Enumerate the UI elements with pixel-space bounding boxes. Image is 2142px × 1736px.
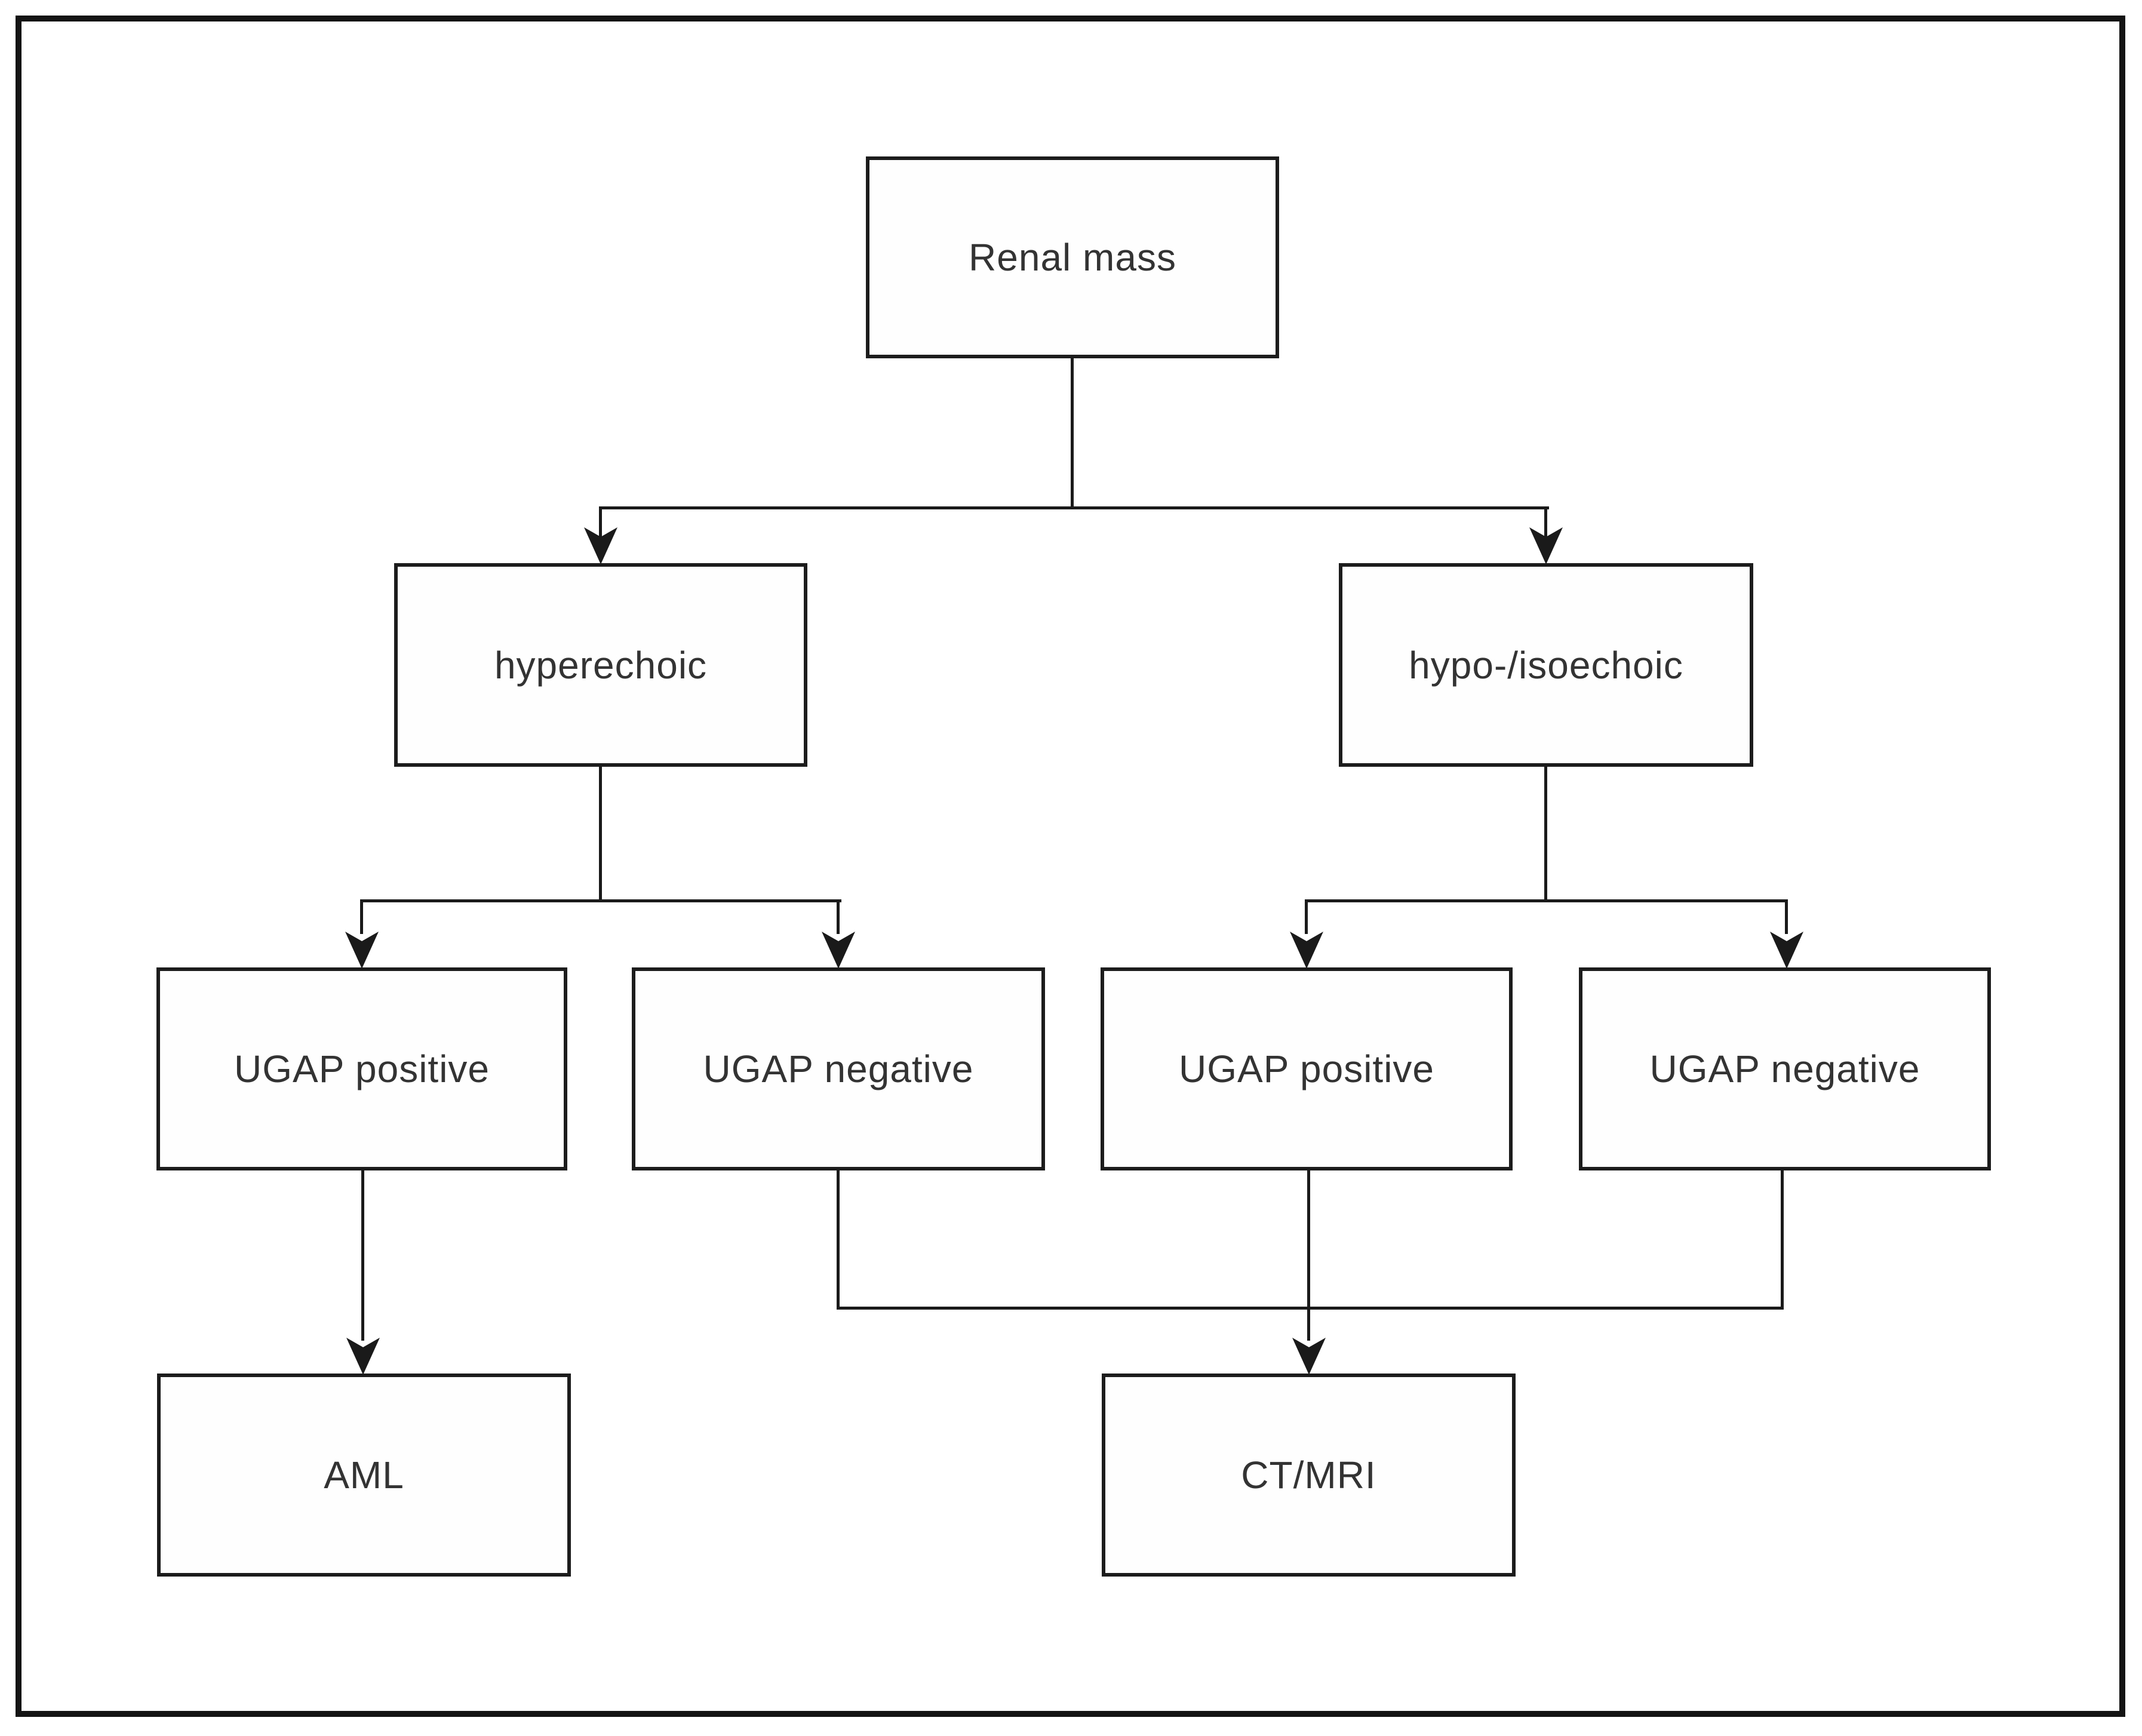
node-label: hypo-/isoechoic [1409, 643, 1683, 687]
node-aml: AML [157, 1374, 571, 1577]
edge-renal-split-line [600, 506, 1549, 509]
edge-hyperechoic-split-line [360, 899, 841, 902]
node-label: UGAP negative [1649, 1047, 1920, 1090]
arrowhead-icon [1292, 1338, 1326, 1375]
edge-merge-line [837, 1307, 1784, 1310]
edge-to-aml-line [361, 1170, 364, 1341]
edge-to-ugap-positive-left-line [360, 899, 363, 934]
node-hyperechoic: hyperechoic [394, 563, 807, 767]
outer-border [16, 16, 2125, 1717]
edge-hypo-stem-line [1544, 766, 1547, 902]
node-ugap-positive-right: UGAP positive [1101, 967, 1513, 1170]
node-label: UGAP negative [703, 1047, 974, 1090]
node-label: AML [324, 1454, 404, 1497]
arrowhead-icon [1770, 932, 1803, 969]
node-label: UGAP positive [1179, 1047, 1434, 1090]
node-ct-mri: CT/MRI [1102, 1374, 1516, 1577]
node-ugap-positive-left: UGAP positive [156, 967, 567, 1170]
node-renal-mass: Renal mass [866, 156, 1279, 358]
edge-to-hypo-line [1544, 506, 1547, 541]
edge-to-ugap-negative-left-line [837, 899, 840, 934]
edge-ugap-negative-right-drop-line [1781, 1170, 1784, 1310]
arrowhead-icon [1529, 527, 1563, 564]
edge-renal-stem-line [1071, 357, 1074, 509]
arrowhead-icon [346, 1338, 380, 1375]
node-label: Renal mass [969, 236, 1176, 279]
edge-hypo-split-line [1305, 899, 1788, 902]
arrowhead-icon [822, 932, 855, 969]
edge-to-hyperechoic-line [599, 506, 602, 541]
node-hypo-isoechoic: hypo-/isoechoic [1339, 563, 1753, 767]
node-ugap-negative-right: UGAP negative [1579, 967, 1991, 1170]
arrowhead-icon [345, 932, 379, 969]
node-ugap-negative-left: UGAP negative [632, 967, 1045, 1170]
node-label: hyperechoic [494, 643, 708, 687]
node-label: CT/MRI [1241, 1454, 1376, 1497]
node-label: UGAP positive [234, 1047, 490, 1090]
edge-hyperechoic-stem-line [599, 766, 602, 902]
arrowhead-icon [584, 527, 617, 564]
edge-to-ugap-positive-right-line [1305, 899, 1308, 934]
edge-ugap-negative-left-drop-line [837, 1170, 840, 1310]
edge-to-ugap-negative-right-line [1785, 899, 1788, 934]
edge-to-ctmri-line [1307, 1170, 1310, 1341]
arrowhead-icon [1290, 932, 1323, 969]
